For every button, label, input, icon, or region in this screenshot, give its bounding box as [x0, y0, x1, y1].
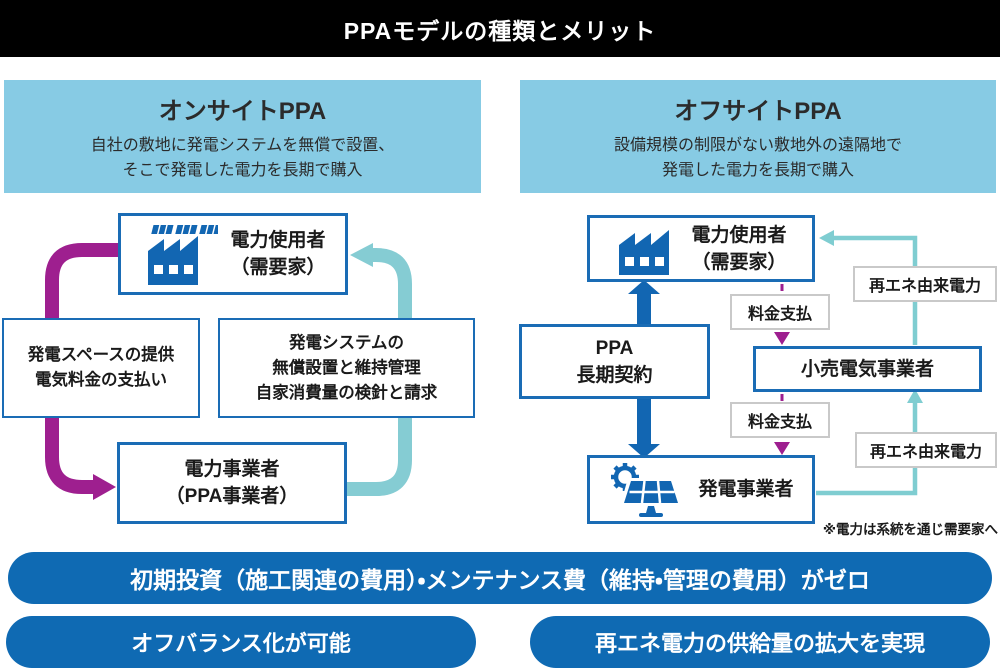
offsite-user-line2: （需要家）: [691, 251, 787, 273]
offsite-ppa-line2: 長期契約: [576, 364, 653, 386]
factory-solar-icon: [148, 225, 219, 285]
onsite-left-line1: 発電スペースの提供: [27, 346, 175, 364]
benefit-banner-onsite: オフバランス化が可能: [6, 616, 476, 668]
onsite-provider-line1: 電力事業者: [184, 459, 280, 480]
offsite-retailer-label: 小売電気事業者: [800, 358, 934, 380]
benefit-banner-offsite: 再エネ電力の供給量の拡大を実現: [530, 616, 990, 668]
onsite-right-label-box: 発電システムの 無償設置と維持管理 自家消費量の検針と請求: [218, 318, 475, 418]
onsite-desc-line2: そこで発電した電力を長期で購入: [122, 162, 363, 179]
page-title: PPAモデルの種類とメリット: [343, 17, 657, 44]
onsite-provider-line2: （PPA事業者）: [165, 486, 299, 507]
payment-label-upper: 料金支払: [730, 294, 830, 330]
grid-note: ※電力は系統を通じ需要家へ: [822, 522, 998, 537]
offsite-generator-label: 発電事業者: [698, 479, 794, 500]
onsite-right-line1: 発電システムの: [288, 333, 404, 352]
offsite-header: オフサイトPPA 設備規模の制限がない敷地外の遠隔地で 発電した電力を長期で購入: [520, 80, 996, 193]
offsite-desc-line2: 発電した電力を長期で購入: [661, 162, 854, 179]
offsite-desc-line1: 設備規模の制限がない敷地外の遠隔地で: [613, 137, 902, 154]
onsite-user-line1: 電力使用者: [230, 230, 326, 251]
factory-icon: [619, 229, 670, 275]
onsite-provider-box: 電力事業者 （PPA事業者）: [117, 442, 347, 524]
ppa-contract-down-arrow: [628, 398, 660, 458]
onsite-left-label-box: 発電スペースの提供 電気料金の支払い: [2, 318, 200, 418]
onsite-desc-line1: 自社の敷地に発電システムを無償で設置、: [90, 137, 395, 154]
renewable-label-lower: 再エネ由来電力: [855, 432, 997, 468]
offsite-ppa-box: PPA 長期契約: [519, 324, 710, 399]
onsite-user-box: 電力使用者 （需要家）: [118, 213, 348, 295]
onsite-right-line2: 無償設置と維持管理: [272, 358, 421, 377]
benefit-banner-main: 初期投資（施工関連の費用）・メンテナンス費（維持・管理の費用）がゼロ: [8, 552, 992, 604]
payment-label-lower: 料金支払: [730, 402, 830, 438]
ppa-contract-up-arrow: [628, 280, 660, 325]
solar-gear-icon: [611, 462, 683, 517]
offsite-generator-box: 発電事業者: [587, 455, 815, 524]
title-bar: PPAモデルの種類とメリット: [0, 0, 1000, 57]
onsite-header: オンサイトPPA 自社の敷地に発電システムを無償で設置、 そこで発電した電力を長…: [4, 80, 481, 193]
onsite-right-line3: 自家消費量の検針と請求: [255, 383, 438, 402]
renewable-power-arrow-upper: [819, 230, 918, 345]
offsite-user-line1: 電力使用者: [691, 224, 787, 246]
renewable-label-upper: 再エネ由来電力: [853, 266, 997, 302]
offsite-user-box: 電力使用者 （需要家）: [587, 215, 815, 282]
onsite-user-line2: （需要家）: [230, 257, 326, 278]
offsite-title: オフサイトPPA: [674, 98, 842, 125]
onsite-title: オンサイトPPA: [158, 98, 327, 125]
onsite-left-line2: 電気料金の支払い: [35, 371, 167, 389]
offsite-ppa-line1: PPA: [595, 337, 634, 359]
offsite-retailer-box: 小売電気事業者: [753, 346, 982, 392]
